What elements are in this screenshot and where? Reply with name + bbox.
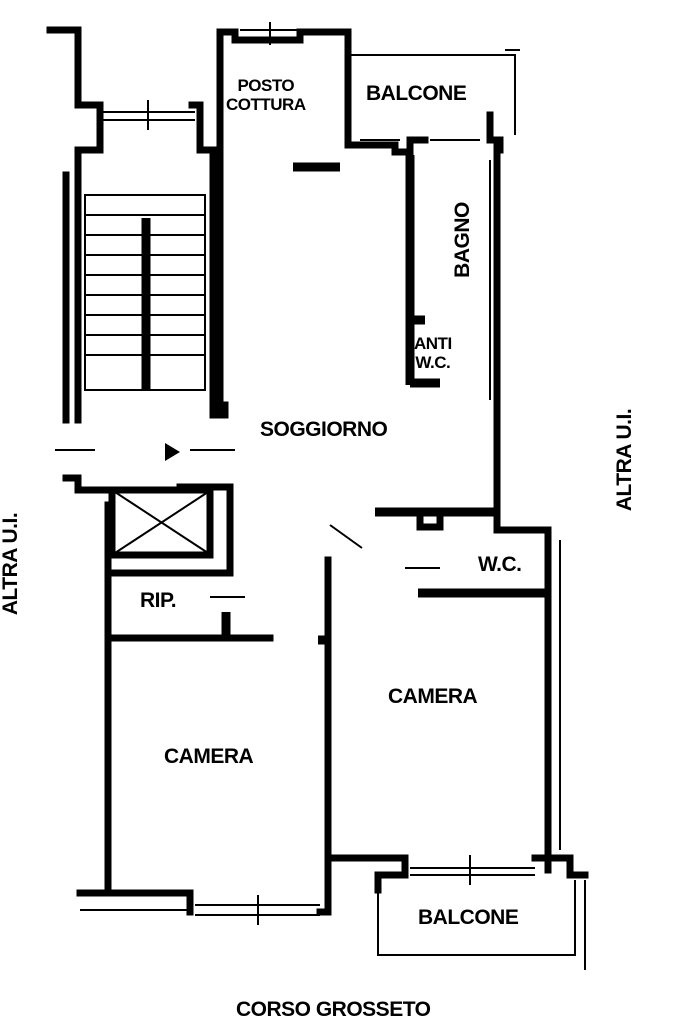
elevator <box>108 486 214 559</box>
room-label-soggiorno: SOGGIORNO <box>260 418 388 441</box>
neighbor-label-left: ALTRA U.I. <box>0 512 23 616</box>
room-label-balcone-bottom: BALCONE <box>418 906 519 929</box>
stairs <box>84 194 206 391</box>
room-label-wc: W.C. <box>478 553 522 576</box>
room-label-bagno: BAGNO <box>450 202 474 278</box>
room-label-rip: RIP. <box>140 589 177 612</box>
neighbor-label-right: ALTRA U.I. <box>613 408 637 512</box>
street-label: CORSO GROSSETO <box>236 998 431 1021</box>
room-label-anti-wc: ANTI W.C. <box>414 334 452 372</box>
entrance-arrow-icon <box>165 443 180 461</box>
room-label-posto-cottura: POSTO COTTURA <box>226 76 306 114</box>
room-label-camera-left: CAMERA <box>164 745 254 768</box>
room-label-camera-right: CAMERA <box>388 685 478 708</box>
room-label-balcone-top: BALCONE <box>366 82 467 105</box>
